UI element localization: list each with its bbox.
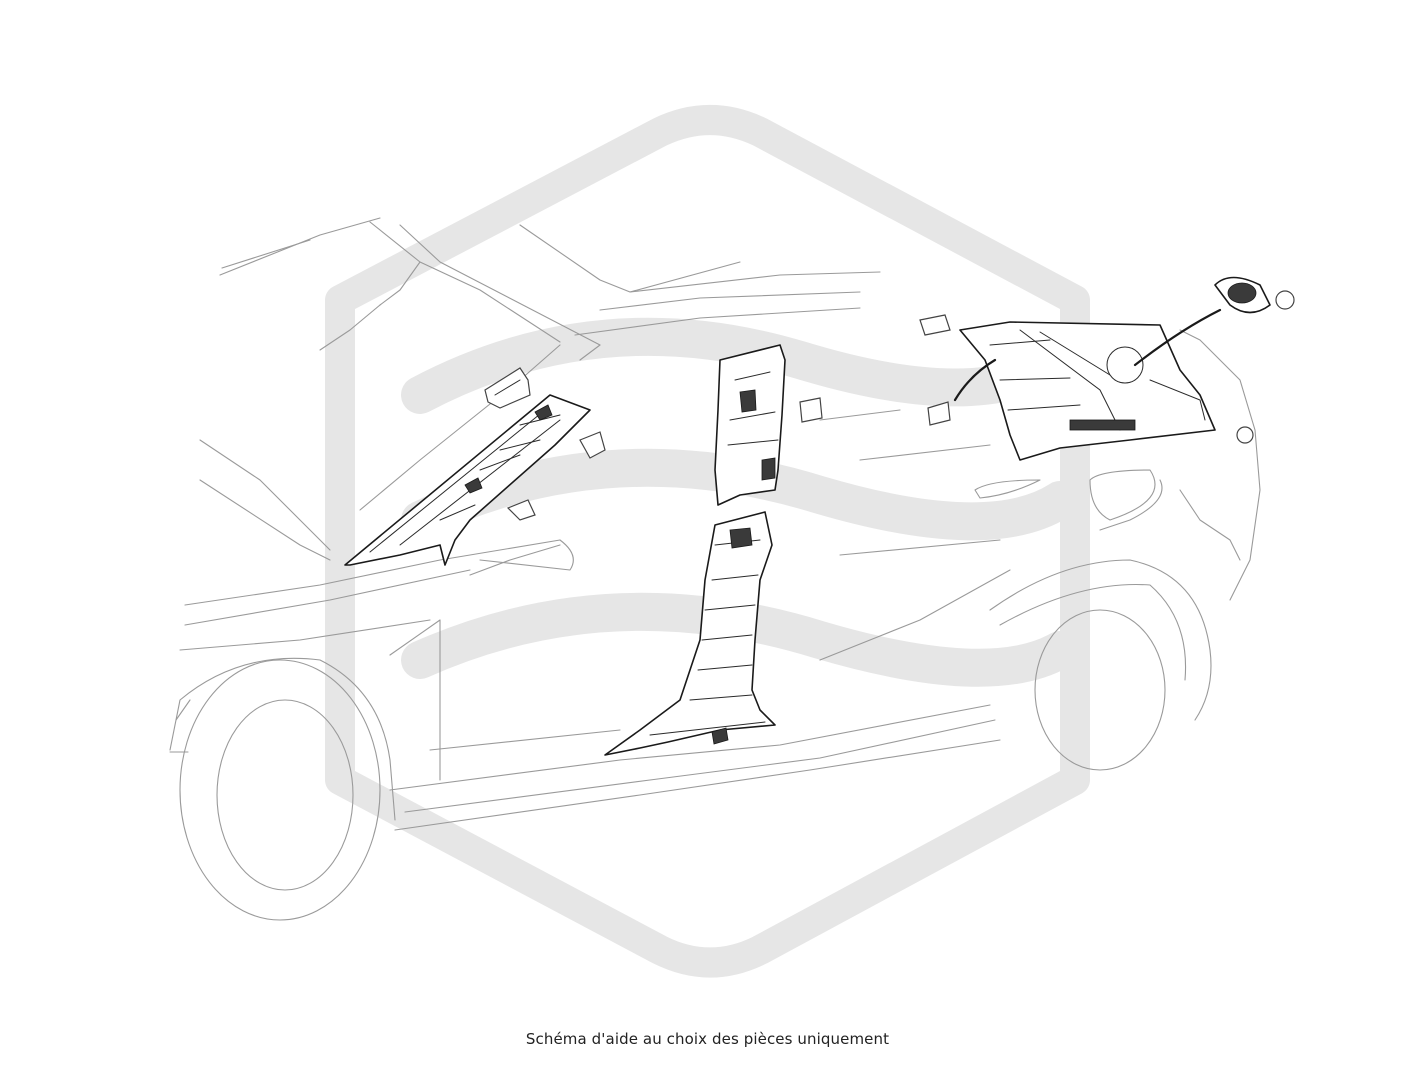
retaining-clip [919, 290, 1295, 444]
speaker-grille [1214, 276, 1271, 314]
b-pillar-upper-trim [714, 344, 823, 506]
arrow [953, 308, 1222, 402]
car-outline [169, 217, 1261, 921]
watermark-logo [325, 105, 1090, 978]
retaining-clip [484, 367, 606, 521]
c-pillar-quarter-trim [959, 321, 1216, 461]
b-pillar-lower-trim [604, 511, 776, 756]
caption: Schéma d'aide au choix des pièces unique… [525, 1030, 890, 1048]
a-pillar-trim [344, 394, 591, 566]
